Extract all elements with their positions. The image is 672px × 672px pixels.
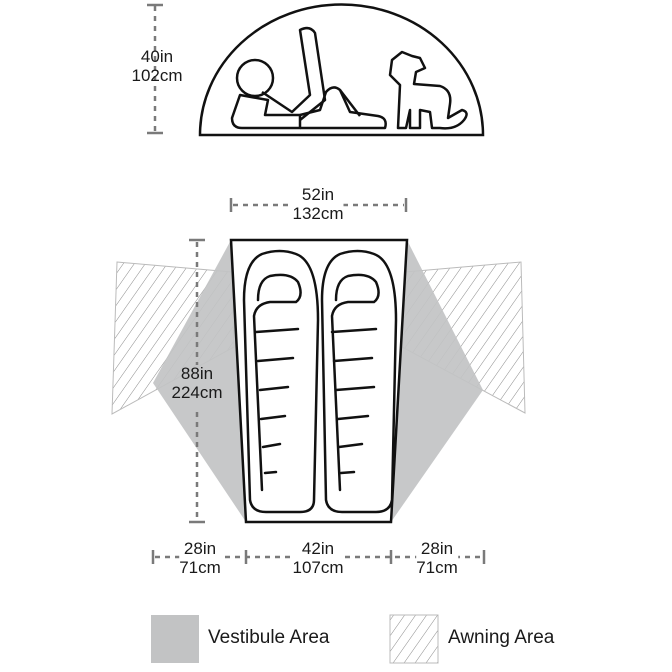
length-cm: 224cm	[171, 383, 223, 402]
right-vestibule-area	[391, 240, 483, 522]
sleeping-bag-left	[242, 249, 320, 514]
height-in: 40in	[140, 47, 174, 66]
floor-width-in: 42in	[301, 539, 335, 558]
legend-awning-label: Awning Area	[448, 627, 555, 648]
side-elevation	[198, 3, 485, 137]
height-cm: 102cm	[131, 66, 183, 85]
floor-width-cm: 107cm	[292, 558, 344, 577]
sleeping-bags	[242, 249, 398, 514]
left-vestibule-in: 28in	[183, 539, 217, 558]
right-vestibule-cm: 71cm	[416, 558, 458, 577]
legend-vestibule-label: Vestibule Area	[208, 627, 330, 648]
length-dimension-line	[189, 238, 205, 524]
dog-icon	[388, 50, 468, 130]
sleeping-bag-right	[320, 249, 398, 514]
length-in: 88in	[180, 364, 214, 383]
height-dimension-line	[147, 3, 163, 135]
left-vestibule-area	[153, 240, 246, 522]
width-cm: 132cm	[292, 204, 344, 223]
width-dimension-line	[229, 198, 408, 212]
width-in: 52in	[301, 185, 335, 204]
awning-legend-swatch	[389, 614, 439, 664]
dome-outline	[198, 3, 485, 137]
right-vestibule-in: 28in	[420, 539, 454, 558]
person-icon	[230, 26, 387, 130]
vestibule-legend-swatch	[151, 615, 199, 663]
left-vestibule-cm: 71cm	[179, 558, 221, 577]
tent-floor	[229, 238, 409, 524]
